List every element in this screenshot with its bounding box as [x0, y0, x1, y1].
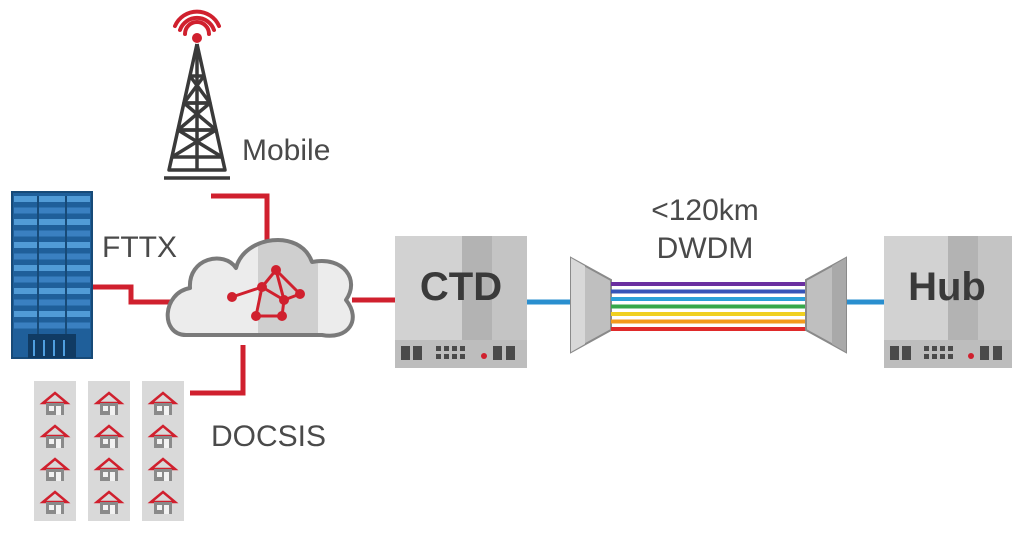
house-icon: [39, 490, 71, 514]
dwdm-label: DWDM: [657, 232, 754, 265]
house-icon: [147, 490, 179, 514]
mobile-link: [211, 193, 270, 250]
docsis-link: [190, 345, 246, 396]
office-building-icon: [11, 191, 93, 359]
optical-demultiplexer-icon: [805, 256, 847, 354]
house-icon: [93, 457, 125, 481]
house-icon: [147, 457, 179, 481]
red-connectors: [93, 193, 396, 396]
optical-multiplexer-icon: [570, 256, 612, 354]
house-icon: [147, 391, 179, 415]
ctd-label: CTD: [420, 265, 502, 309]
house-icon: [93, 391, 125, 415]
cell-tower-icon: [164, 9, 230, 180]
house-icon: [93, 490, 125, 514]
distance-label: <120km: [651, 194, 759, 227]
ctd-box: [395, 236, 527, 368]
house-icon: [39, 457, 71, 481]
fttx-label: FTTX: [102, 231, 177, 264]
hub-label: Hub: [908, 265, 986, 309]
house-icon: [93, 424, 125, 448]
mobile-label: Mobile: [242, 134, 330, 167]
docsis-label: DOCSIS: [211, 420, 326, 453]
hub-box: [884, 236, 1012, 368]
network-cloud-icon: [165, 238, 355, 338]
house-icon: [39, 391, 71, 415]
house-icon: [39, 424, 71, 448]
dwdm-wavelengths: [611, 282, 806, 331]
house-icon: [147, 424, 179, 448]
residential-houses-icon: [34, 381, 184, 521]
fttx-link: [93, 284, 180, 305]
